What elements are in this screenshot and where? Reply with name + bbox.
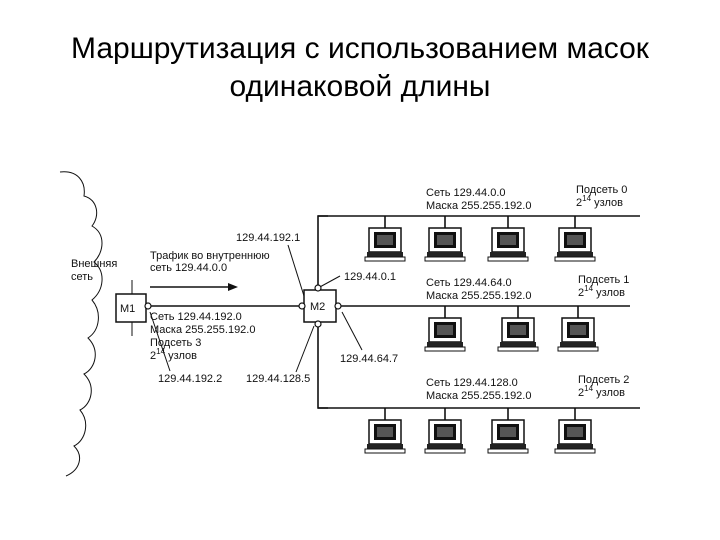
m1-port-right: [144, 302, 152, 310]
ip-192-1-label: 129.44.192.1: [236, 232, 300, 244]
link-net-label: Сеть 129.44.192.0: [150, 311, 242, 323]
subnet-1-host-3: [557, 317, 599, 352]
ip-0-1-label: 129.44.0.1: [344, 271, 396, 283]
subnet-1-net: Сеть 129.44.64.0: [426, 277, 512, 289]
subnet-0-hosts: 214 узлов: [576, 194, 623, 209]
m2-port-top: [314, 284, 322, 292]
link-hosts-label: 214 узлов: [150, 347, 197, 362]
subnet-0-mask: Маска 255.255.192.0: [426, 200, 531, 212]
ip-64-7-label: 129.44.64.7: [340, 353, 398, 365]
traffic-label-2: сеть 129.44.0.0: [150, 262, 227, 274]
external-network-cloud: [59, 171, 103, 477]
link-mask-label: Маска 255.255.192.0: [150, 324, 255, 336]
traffic-label-1: Трафик во внутреннюю: [150, 250, 270, 262]
title-line-2: одинаковой длины: [229, 70, 491, 103]
m2-port-bottom: [314, 320, 322, 328]
subnet-2-name: Подсеть 2: [578, 374, 629, 386]
ip-128-5-label: 129.44.128.5: [246, 373, 310, 385]
subnet-1-mask: Маска 255.255.192.0: [426, 290, 531, 302]
subnet-0-name: Подсеть 0: [576, 184, 627, 196]
subnet-1-hosts: 214 узлов: [578, 284, 625, 299]
subnet-2-net: Сеть 129.44.128.0: [426, 377, 518, 389]
subnet-0-host-2: [424, 227, 466, 262]
subnet-2-hosts: 214 узлов: [578, 384, 625, 399]
subnet-0-host-1: [364, 227, 406, 262]
router-m1-label: М1: [120, 303, 135, 315]
subnet-0-host-4: [554, 227, 596, 262]
subnet-0-host-3: [487, 227, 529, 262]
external-network-label-1: Внешняя: [71, 258, 117, 270]
subnet-1-host-1: [424, 317, 466, 352]
title-line-1: Маршрутизация с использованием масок: [71, 32, 649, 65]
subnet-1-name: Подсеть 1: [578, 274, 629, 286]
subnet-2-host-1: [364, 419, 406, 454]
m2-port-right: [334, 302, 342, 310]
router-m2-label: М2: [310, 301, 325, 313]
subnet-2-host-3: [487, 419, 529, 454]
slide-title: Маршрутизация с использованием масок оди…: [0, 30, 720, 106]
subnet-2-host-4: [554, 419, 596, 454]
external-network-label-2: сеть: [71, 271, 93, 283]
subnet-1-host-2: [497, 317, 539, 352]
subnet-0-net: Сеть 129.44.0.0: [426, 187, 506, 199]
router-m1: [115, 293, 147, 323]
link-subnet-label: Подсеть 3: [150, 337, 201, 349]
subnet-2-host-2: [424, 419, 466, 454]
subnet-2-mask: Маска 255.255.192.0: [426, 390, 531, 402]
ip-192-2-label: 129.44.192.2: [158, 373, 222, 385]
m2-port-left: [298, 302, 306, 310]
